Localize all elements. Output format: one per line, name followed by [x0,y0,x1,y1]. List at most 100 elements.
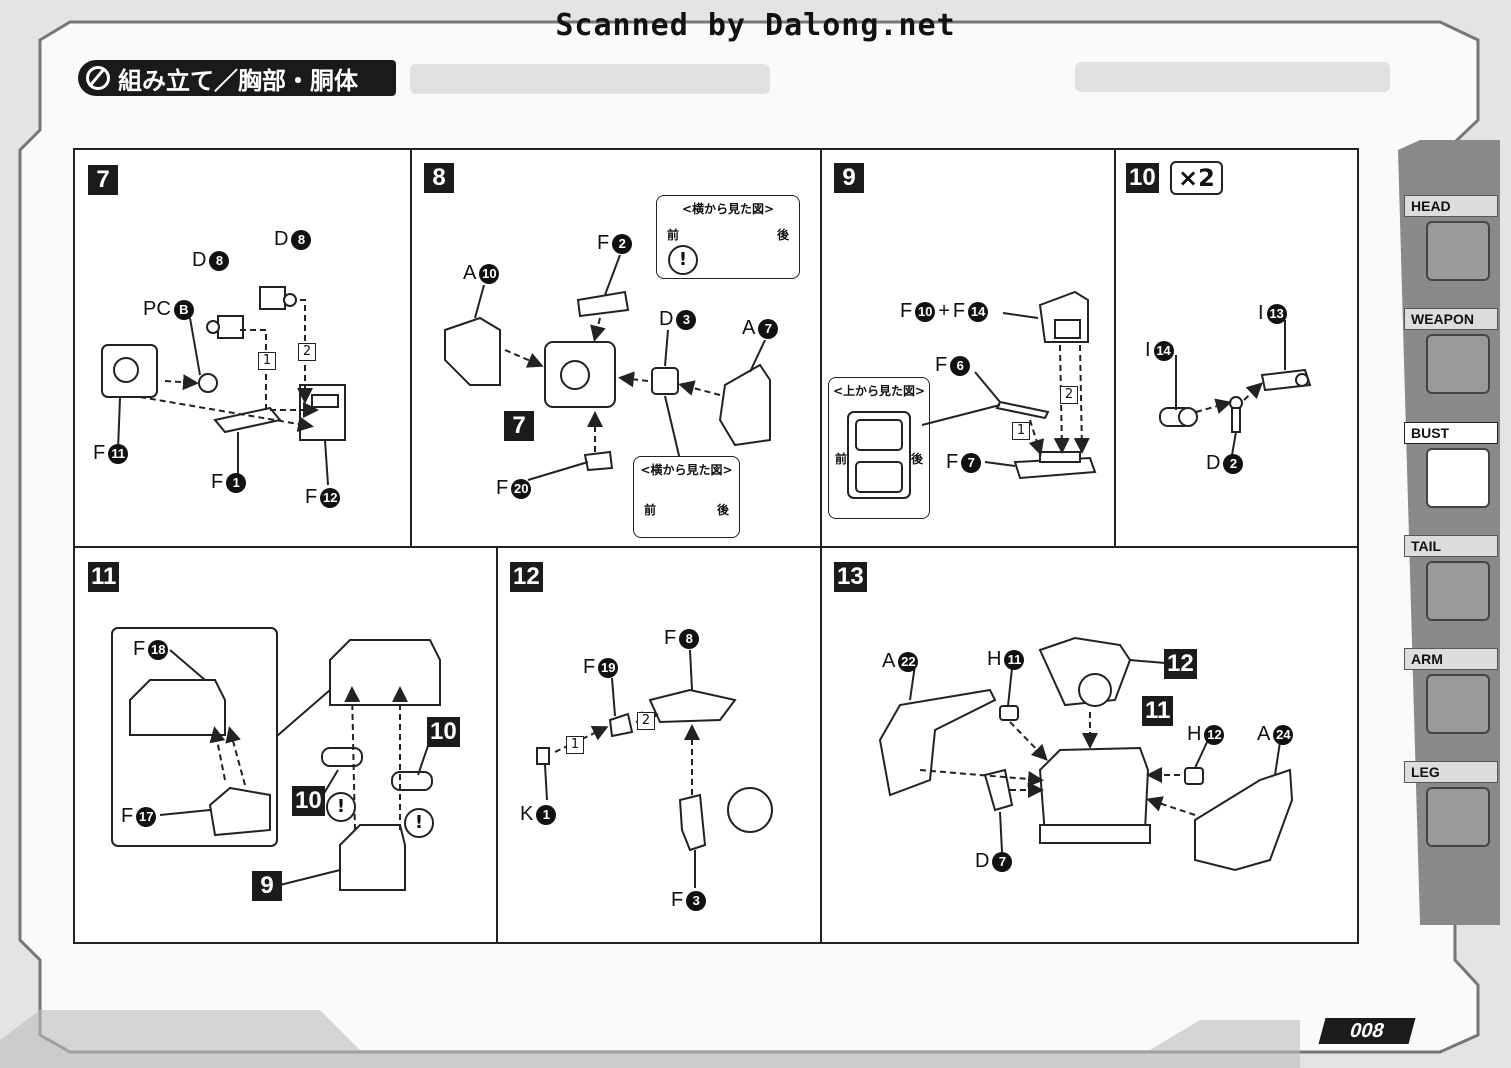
gear-icon [86,66,110,90]
part-number: 11 [108,443,129,464]
part-runner: F [935,354,948,376]
scan-watermark: Scanned by Dalong.net [555,8,956,43]
tab-head[interactable]: HEAD [1404,195,1498,289]
sub-assembly-ref: 10 [292,786,325,816]
step-8-number: 8 [424,163,454,193]
head-icon [1426,221,1490,281]
divider [73,546,1359,548]
caution-icon: ! [404,808,434,838]
part-runner: F [671,889,684,911]
part-number: 14 [1153,340,1174,361]
part-number: 1 [536,804,557,825]
section-title-bar: 組み立て／胸部・胴体 [78,60,396,96]
part-runner: A [742,317,756,339]
callout-title: <横から見た図> [681,202,775,216]
ghost-header-left [410,64,770,94]
part-number: 10 [479,263,500,284]
tab-bust[interactable]: BUST [1404,422,1498,516]
sequence-marker: 2 [298,343,316,361]
step11-parts [111,627,441,891]
step-10-number: 10 [1126,163,1159,193]
part-runner: D [1206,452,1221,474]
part-number: 8 [209,250,230,271]
part-number: 13 [1266,303,1287,324]
part-number: 1 [226,472,247,493]
bust-icon [1426,448,1490,508]
tab-label: HEAD [1404,195,1498,217]
plus-sign: + [938,300,950,322]
sequence-marker: 2 [637,712,655,730]
tab-leg[interactable]: LEG [1404,761,1498,855]
tab-label: LEG [1404,761,1498,783]
step7-parts [101,286,346,486]
back-label: 後 [776,228,789,242]
tab-tail[interactable]: TAIL [1404,535,1498,629]
part-runner: F [583,656,596,678]
tab-label: BUST [1404,422,1498,444]
front-label: 前 [644,503,657,517]
step10-parts [1159,320,1312,456]
tab-weapon[interactable]: WEAPON [1404,308,1498,402]
part-number: 12 [1204,724,1225,745]
part-runner: F [211,471,224,493]
part-number: 6 [950,355,971,376]
part-runner: D [659,308,674,330]
tab-arm[interactable]: ARM [1404,648,1498,742]
sub-assembly-ref: 11 [1142,696,1174,726]
part-number: 12 [320,487,341,508]
step-7-number: 7 [88,165,118,195]
page-number: 008 [1318,1018,1416,1044]
front-label: 前 [667,228,680,242]
weapon-icon [1426,334,1490,394]
part-number: 19 [598,657,619,678]
sequence-marker: 1 [258,352,276,370]
part-number: 8 [291,229,312,250]
part-runner: H [1187,723,1202,745]
divider [1114,148,1116,547]
callout-title: <上から見た図> [832,384,926,398]
part-runner: D [192,249,207,271]
side-view-callout: <横から見た図> 前 後 [656,195,800,279]
part-number: 7 [961,452,982,473]
part-number: 22 [898,651,919,672]
callout-title: <横から見た図> [640,463,733,477]
sequence-marker: 1 [1012,422,1030,440]
part-number: 10 [915,301,936,322]
part-runner: F [664,627,677,649]
part-number: 14 [968,301,989,322]
part-runner: F [597,232,610,254]
tab-label: ARM [1404,648,1498,670]
ghost-header-right [1075,62,1390,92]
part-runner: D [274,228,289,250]
caution-icon: ! [668,245,698,275]
sequence-marker: 2 [1060,386,1078,404]
sub-assembly-ref: 7 [504,411,534,441]
part-runner: A [463,262,477,284]
tab-label: WEAPON [1404,308,1498,330]
part-runner: K [520,803,534,825]
sub-assembly-ref: 12 [1164,649,1197,679]
tab-label: TAIL [1404,535,1498,557]
part-runner: F [952,300,966,322]
